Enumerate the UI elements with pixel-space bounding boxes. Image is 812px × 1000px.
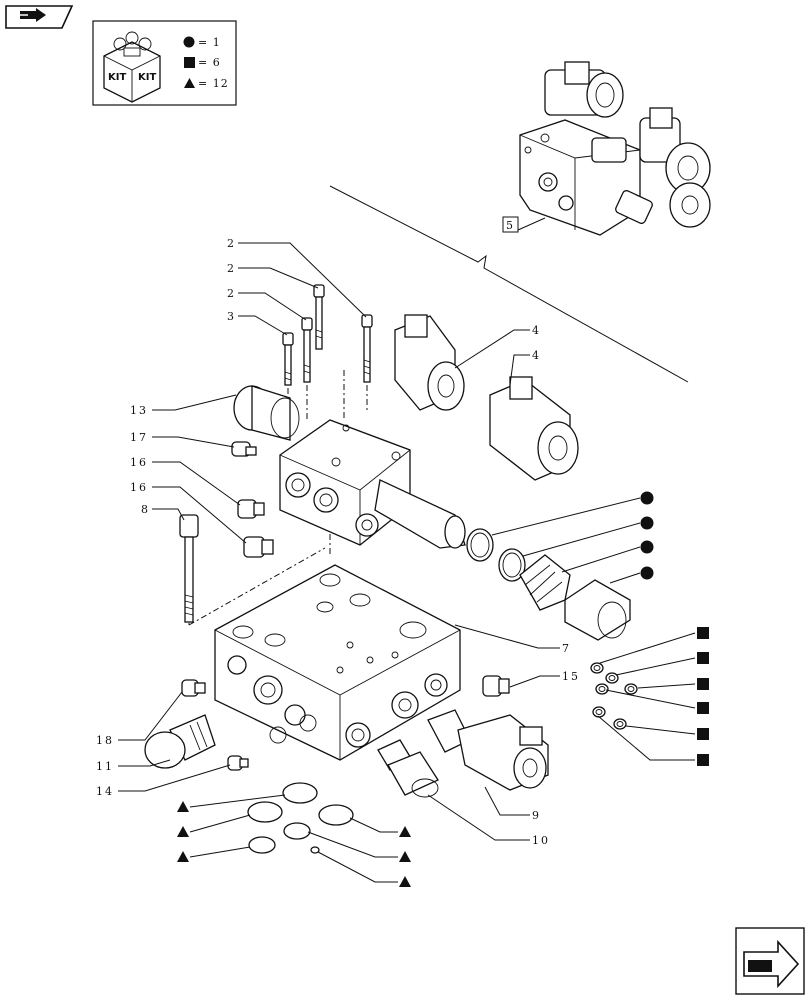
- plug-14: [227, 755, 249, 771]
- square-kit-markers: [697, 627, 709, 766]
- solenoid-coil-lower: [489, 376, 579, 481]
- callout-15: 15: [562, 670, 580, 683]
- circle-kit-markers: [640, 491, 654, 580]
- next-page-arrow-icon[interactable]: [735, 927, 805, 995]
- triangle-marker-icon: [177, 826, 189, 837]
- valve-body: [279, 419, 411, 546]
- triangle-marker-icon: [177, 801, 189, 812]
- callout-10: 10: [532, 834, 550, 847]
- callout-2a: 2: [227, 237, 236, 250]
- circle-marker-icon: [640, 491, 654, 505]
- callout-16a: 16: [130, 456, 148, 469]
- bolt-short-b: [282, 332, 294, 386]
- callout-4a: 4: [532, 324, 541, 337]
- leader-lines: [118, 242, 696, 883]
- triangle-marker-icon: [399, 851, 411, 862]
- triangle-marker-icon: [399, 826, 411, 837]
- solenoid-coil-upper: [394, 314, 465, 411]
- folder-arrow-icon[interactable]: [5, 5, 74, 29]
- filter-sleeve: [519, 554, 571, 611]
- bolt-8: [179, 514, 199, 623]
- plug-16-lower: [243, 536, 274, 558]
- bolt-medium: [313, 284, 325, 350]
- kit-box-icon: KIT KIT: [103, 31, 161, 103]
- circle-marker-icon: [640, 516, 654, 530]
- callout-13: 13: [130, 404, 148, 417]
- kit-legend: KIT KIT = 1 = 6 = 12: [92, 20, 237, 106]
- o-rings-triangle-kit: [247, 782, 354, 854]
- svg-text:5: 5: [506, 219, 515, 232]
- callout-17: 17: [130, 431, 148, 444]
- plug-16-upper: [237, 499, 265, 519]
- callout-11: 11: [96, 760, 114, 773]
- callout-2c: 2: [227, 287, 236, 300]
- assembly-ref-label: 5: [502, 216, 546, 233]
- square-marker-icon: [697, 702, 709, 714]
- square-marker-icon: [697, 728, 709, 740]
- assembled-valve-illustration: [519, 61, 711, 236]
- fitting-10: [377, 739, 439, 798]
- triangle-symbol-icon: [184, 78, 195, 88]
- kit-triangle-qty: = 12: [198, 77, 229, 90]
- kit-label-left: KIT: [108, 72, 126, 83]
- square-marker-icon: [697, 652, 709, 664]
- circle-marker-icon: [640, 566, 654, 580]
- plug-18: [181, 679, 206, 697]
- triangle-marker-icon: [399, 876, 411, 887]
- callout-2b: 2: [227, 262, 236, 275]
- callout-9: 9: [532, 809, 541, 822]
- o-ring-b: [498, 548, 526, 582]
- plug-15: [482, 675, 510, 697]
- triangle-kit-markers: [177, 801, 411, 887]
- plug-17: [231, 441, 257, 457]
- triangle-marker-icon: [177, 851, 189, 862]
- kit-label-right: KIT: [138, 72, 156, 83]
- valve-cartridge: [233, 385, 300, 441]
- callout-18: 18: [96, 734, 114, 747]
- relief-valve-11: [144, 714, 216, 769]
- section-divider-line: [329, 185, 689, 383]
- spool-shaft: [374, 479, 466, 549]
- square-marker-icon: [697, 754, 709, 766]
- o-ring-a: [466, 528, 494, 562]
- circle-marker-icon: [640, 540, 654, 554]
- callout-16b: 16: [130, 481, 148, 494]
- cap-piece: [564, 579, 631, 641]
- callout-8: 8: [141, 503, 150, 516]
- kit-circle-qty: = 1: [198, 36, 221, 49]
- square-symbol-icon: [184, 57, 195, 68]
- callout-3: 3: [227, 310, 236, 323]
- square-marker-icon: [697, 678, 709, 690]
- bolt-short-a: [301, 317, 313, 383]
- manifold-block: [214, 564, 461, 761]
- solenoid-valve-9: [427, 709, 549, 791]
- small-seals-square-kit: [590, 662, 638, 730]
- bolt-long: [361, 314, 373, 383]
- circle-symbol-icon: [183, 36, 195, 48]
- callout-14: 14: [96, 785, 114, 798]
- square-marker-icon: [697, 627, 709, 639]
- callout-4b: 4: [532, 349, 541, 362]
- callout-7: 7: [562, 642, 571, 655]
- kit-square-qty: = 6: [198, 56, 221, 69]
